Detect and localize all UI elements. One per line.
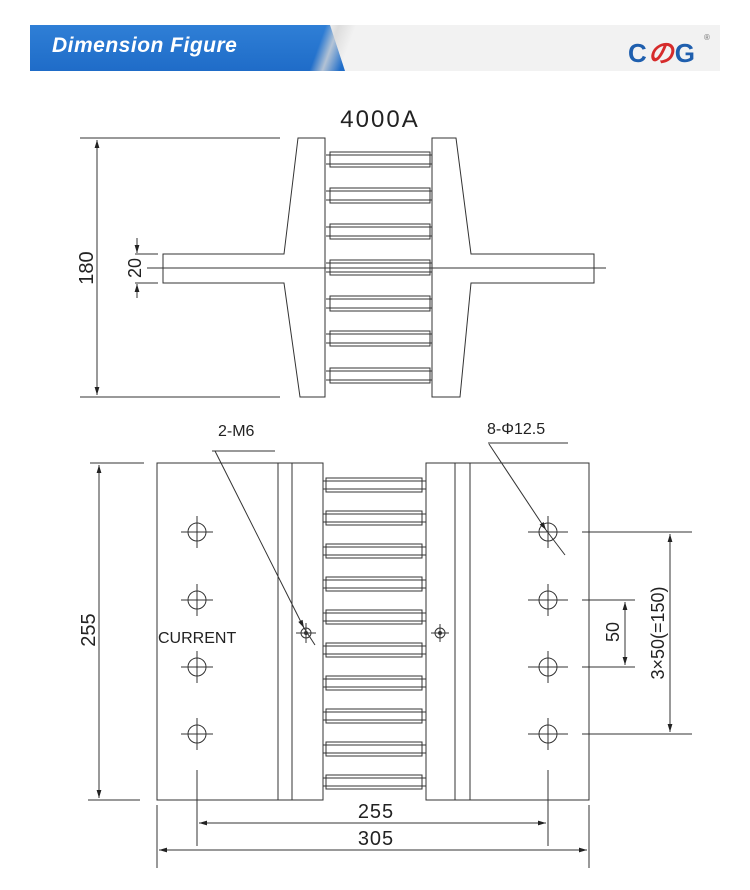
logo-letter-no: の [647,38,675,68]
front-height-dim-255: 255 [78,613,100,646]
left-mounting-holes [181,516,213,846]
overall-width-dim-305: 305 [358,828,394,850]
header-title-band [30,25,345,71]
right-mounting-holes [528,516,568,846]
front-resistor-bars [323,477,426,790]
screw-label: 2-M6 [218,423,255,440]
left-flange-outline [162,137,326,398]
header-banner: Dimension Figure CのG ® [0,0,750,90]
side-resistor-bars [326,151,432,384]
holes-label: 8-Φ12.5 [487,421,545,438]
current-label: CURRENT [158,630,236,647]
hole-pitch-dim-50: 50 [603,622,623,642]
front-view: 2-M6 8-Φ12.5 CURRENT 255 50 3×50(=150) 2… [78,421,692,868]
left-terminal-plate [156,462,324,801]
thickness-dim-20: 20 [125,258,145,278]
page-title: Dimension Figure [52,34,238,57]
hole-span-dim-150: 3×50(=150) [648,586,668,679]
height-dim-180: 180 [76,251,98,284]
hole-center-width-dim-255: 255 [358,801,394,823]
right-flange-outline [431,137,595,398]
side-view-title: 4000A [340,106,419,133]
side-view: 4000A 180 20 [76,106,606,398]
logo-letter-g: G [674,38,697,68]
logo-letter-c: C [628,38,648,68]
right-terminal-plate [425,462,590,801]
registered-mark: ® [704,33,711,42]
brand-logo: CのG ® [628,33,710,70]
header-band-shadow [300,25,370,71]
